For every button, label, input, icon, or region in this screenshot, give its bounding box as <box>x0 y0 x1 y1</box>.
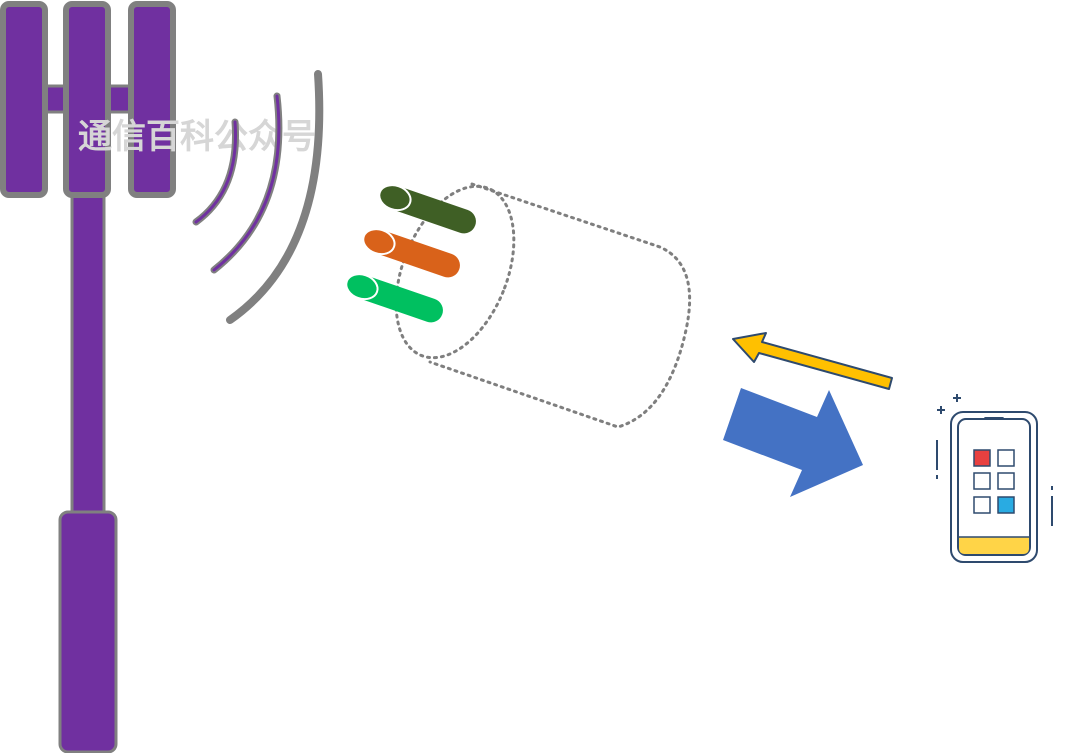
beams <box>345 184 476 323</box>
antenna-panel-middle <box>63 1 111 198</box>
app-tile-blue <box>997 496 1015 514</box>
beam-orange <box>362 228 460 278</box>
sparkle-plus-2 <box>953 394 961 402</box>
downlink-arrow-icon <box>723 388 863 497</box>
app-tile-red <box>973 449 991 467</box>
signal-wave-2-inner <box>212 94 281 272</box>
signal-wave-1-inner <box>194 120 238 224</box>
antenna-panel-right <box>128 1 176 198</box>
app-tile <box>997 449 1015 467</box>
phone-screen <box>957 418 1031 556</box>
phone-bottom-bar <box>959 537 1029 554</box>
signal-wave-3 <box>226 70 324 324</box>
smartphone-icon <box>936 394 1053 563</box>
app-tile <box>973 496 991 514</box>
channel-body <box>428 182 692 429</box>
tower-base <box>58 510 118 753</box>
sparkle-plus-1 <box>937 406 945 414</box>
phone-speaker <box>984 417 1004 420</box>
beam-dark-green <box>378 184 476 234</box>
signal-waves-icon <box>192 70 324 324</box>
app-tile <box>973 472 991 490</box>
beam-green <box>345 273 443 323</box>
tower-pole <box>70 178 106 520</box>
antenna-panel-left <box>0 1 48 198</box>
app-tile <box>997 472 1015 490</box>
uplink-arrow-icon <box>732 332 893 390</box>
cell-tower-icon <box>0 1 176 753</box>
